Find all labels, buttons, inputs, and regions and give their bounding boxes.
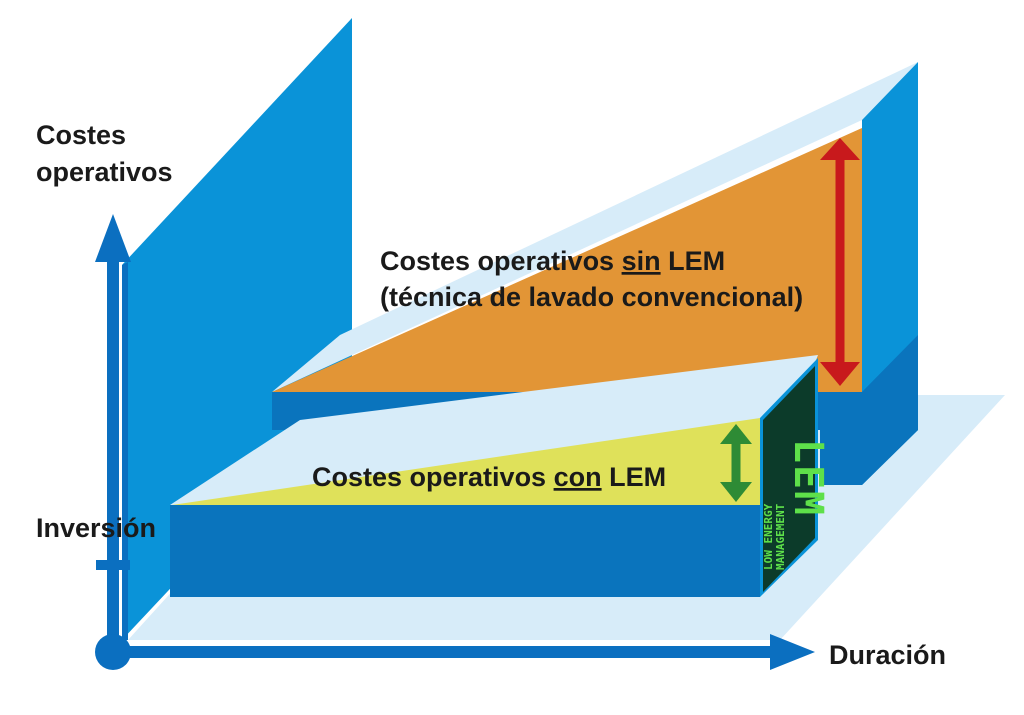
lem-badge-subtitle-2: MANAGEMENT [774, 503, 787, 570]
without-lem-label-line-2: (técnica de lavado convencional) [380, 282, 803, 312]
back-wall-edge [122, 262, 128, 640]
orange-cost-wedge [272, 128, 862, 392]
lem-badge-bg [763, 366, 815, 592]
without-lem-emphasis: sin [622, 246, 661, 276]
back-slab-front-lower [820, 392, 862, 485]
without-lem-prefix: Costes operativos [380, 246, 622, 276]
yellow-cost-wedge [172, 418, 760, 505]
lem-badge-title: LEM [785, 439, 831, 517]
y-axis-label-line-2: operativos [36, 157, 173, 187]
y-axis-arrowhead [95, 214, 131, 262]
investment-label: Inversión [36, 513, 156, 543]
back-slab-side-lower [862, 335, 918, 485]
without-lem-label-line-1: Costes operativos sin LEM [380, 246, 725, 276]
with-lem-label: Costes operativos con LEM [312, 462, 666, 492]
lem-badge-subtitle-1: LOW ENERGY [762, 503, 775, 570]
y-axis-label-line-1: Costes [36, 120, 126, 150]
with-lem-suffix: LEM [602, 462, 667, 492]
lem-badge: LEM LOW ENERGY MANAGEMENT [762, 366, 831, 592]
x-axis-arrowhead [770, 634, 815, 670]
without-lem-suffix: LEM [661, 246, 726, 276]
back-slab-top [272, 62, 918, 392]
green-double-arrow [720, 424, 752, 502]
red-double-arrow [820, 138, 860, 386]
x-axis-label: Duración [829, 640, 946, 670]
back-wall-panel [122, 18, 352, 640]
with-lem-prefix: Costes operativos [312, 462, 554, 492]
axis-origin [95, 634, 131, 670]
front-slab-front [170, 505, 760, 597]
with-lem-emphasis: con [554, 462, 602, 492]
